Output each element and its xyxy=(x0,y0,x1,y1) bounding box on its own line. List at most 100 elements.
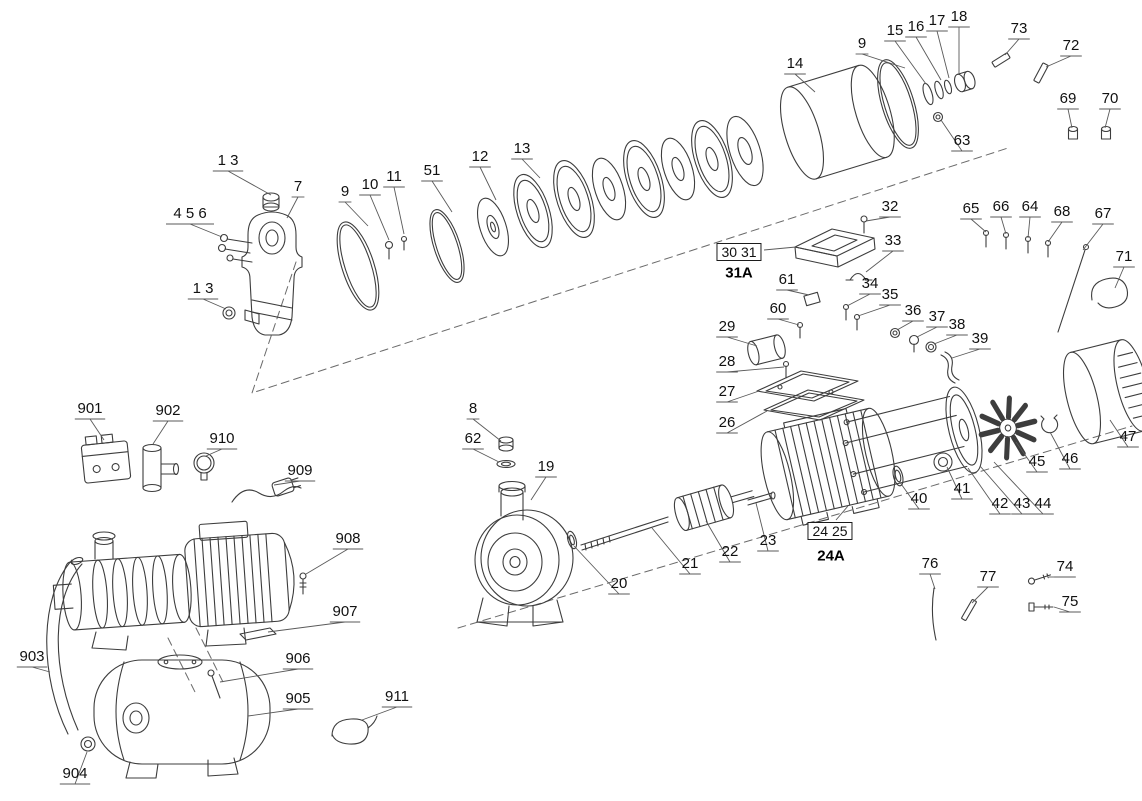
leader-line xyxy=(979,465,1023,515)
leader-line xyxy=(361,706,398,721)
leader-line xyxy=(74,751,88,785)
leader-line xyxy=(726,366,785,373)
callout-16: 16 xyxy=(907,18,925,35)
washer-16 xyxy=(934,80,944,100)
leader-line xyxy=(705,520,731,563)
leader-line xyxy=(369,194,390,241)
pin-73 xyxy=(991,52,1011,68)
terminal-box-cover-30-31 xyxy=(794,228,876,268)
pressure-switch-901 xyxy=(80,433,132,484)
callout-61: 61 xyxy=(778,271,796,288)
callout-32: 32 xyxy=(881,198,899,215)
leader-line xyxy=(273,480,301,486)
leader-line xyxy=(1015,441,1038,473)
callout-76: 76 xyxy=(921,555,939,572)
leader-line xyxy=(89,418,105,441)
leader-line xyxy=(915,36,942,81)
leader-line xyxy=(31,666,51,673)
screw-28 xyxy=(782,360,790,379)
o-ring-9 xyxy=(336,221,380,311)
bearing-41 xyxy=(933,452,953,472)
callout-73: 73 xyxy=(1010,20,1028,37)
callout-67: 67 xyxy=(1094,205,1112,222)
leader-line xyxy=(951,348,981,359)
leader-line xyxy=(152,420,169,445)
impeller-12 xyxy=(476,197,510,257)
leader-line xyxy=(1114,266,1125,289)
callout-39: 39 xyxy=(971,330,989,347)
callout-905: 905 xyxy=(285,690,311,707)
callout-911: 911 xyxy=(385,688,409,705)
motor-body-24-25 xyxy=(760,407,896,526)
plug-1-3 xyxy=(222,306,260,325)
stage-disc xyxy=(660,137,696,201)
washer-17 xyxy=(943,79,953,95)
callout-44: 44 xyxy=(1034,495,1052,512)
pump-bracket-7 xyxy=(217,192,303,336)
leader-line xyxy=(967,467,1001,515)
leader-line xyxy=(726,336,758,347)
o-ring-9b xyxy=(877,59,919,149)
five-way-fitting-902 xyxy=(142,443,180,493)
callout-901: 901 xyxy=(77,400,103,417)
callout-18: 18 xyxy=(950,8,968,25)
leader-line xyxy=(202,298,227,310)
leader-line xyxy=(946,466,963,500)
pressure-tank-905 xyxy=(93,654,271,779)
wire-loop-71 xyxy=(1091,277,1129,309)
casing-inlet xyxy=(498,480,526,521)
leader-line xyxy=(1047,221,1063,243)
callout-sub-31A: 31A xyxy=(725,264,753,282)
screw-906 xyxy=(207,669,221,699)
assembled-motor xyxy=(184,520,295,628)
callout-38: 38 xyxy=(948,316,966,333)
capacitor-29 xyxy=(747,334,786,366)
screw-34 xyxy=(842,303,850,321)
leader-line xyxy=(1000,216,1007,235)
plug-8 xyxy=(498,436,514,452)
screw-65 xyxy=(982,229,990,248)
leader-line xyxy=(472,418,502,442)
cap-69 xyxy=(1067,125,1079,140)
leader-line xyxy=(940,119,963,152)
callout-19: 19 xyxy=(537,458,555,475)
screw-908 xyxy=(299,572,307,595)
callout-36: 36 xyxy=(904,302,922,319)
callout-41: 41 xyxy=(953,480,971,497)
callout-8: 8 xyxy=(468,400,478,417)
washer-15 xyxy=(922,82,934,106)
leader-line xyxy=(916,326,938,338)
leader-line xyxy=(1067,108,1073,129)
leader-line xyxy=(479,166,497,201)
nut-36 xyxy=(889,327,901,339)
leader-line xyxy=(755,502,769,552)
cap-70 xyxy=(1100,125,1112,140)
callout-68: 68 xyxy=(1053,203,1071,220)
callout-909: 909 xyxy=(287,462,313,479)
leader-line xyxy=(861,53,906,69)
callout-77: 77 xyxy=(979,568,997,585)
leader-line xyxy=(393,186,405,235)
callout-34: 34 xyxy=(861,275,879,292)
callout-13: 13 xyxy=(513,140,531,157)
callout-903: 903 xyxy=(19,648,45,665)
callout-63: 63 xyxy=(953,132,971,149)
stage-disc xyxy=(553,160,595,238)
pump-feet xyxy=(91,627,247,651)
bolts-4-5-6 xyxy=(217,233,253,263)
screw-35 xyxy=(853,313,861,331)
callout-70: 70 xyxy=(1101,90,1119,107)
leader-line xyxy=(521,158,541,179)
leader-line xyxy=(933,334,958,345)
pump-casing-19 xyxy=(474,480,574,627)
end-shield-42-43-44 xyxy=(842,386,983,496)
discharge-port xyxy=(92,531,116,560)
leader-line xyxy=(777,318,800,326)
leader-line xyxy=(993,461,1044,515)
callout-904: 904 xyxy=(62,765,88,782)
callout-17: 17 xyxy=(928,12,946,29)
fan-cover-47 xyxy=(1062,339,1142,445)
shaft-end-23 xyxy=(747,491,776,506)
